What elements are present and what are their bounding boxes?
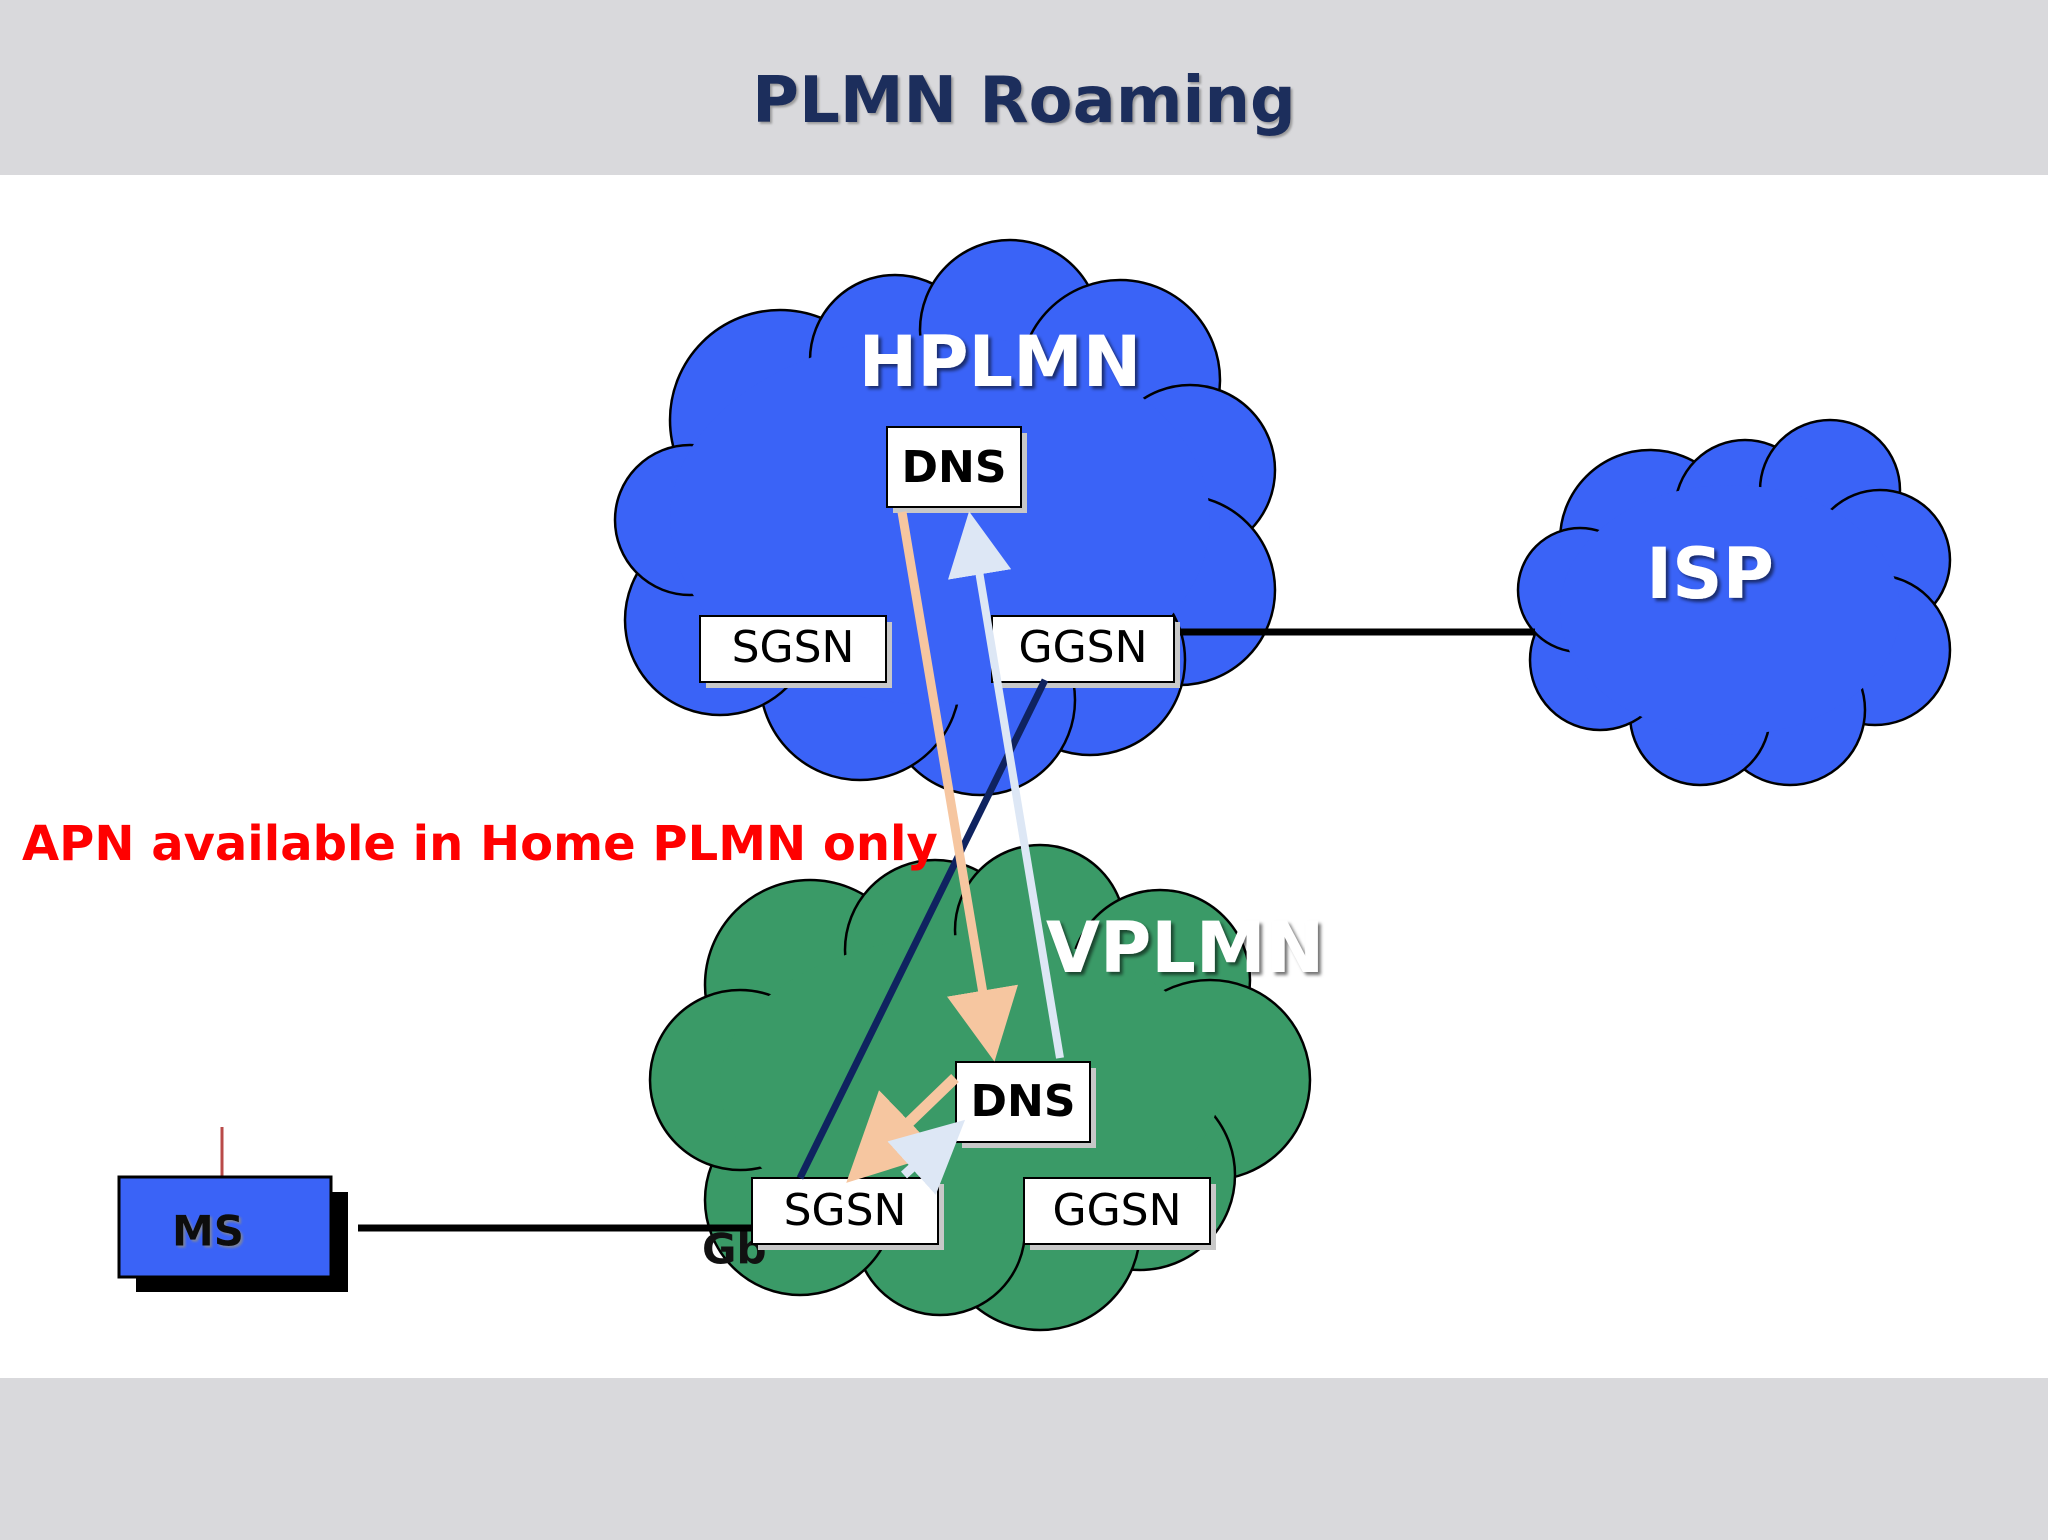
vplmn-sgsn-node: SGSN [751, 1177, 944, 1250]
isp-cloud [1516, 418, 1952, 787]
dns-answer-arrow-to-sgsn [846, 1074, 959, 1183]
hplmn-dns-node: DNS [886, 426, 1027, 513]
hplmn-label: HPLMN [859, 321, 1142, 403]
gtp-tunnel-line [796, 678, 1049, 1180]
vplmn-label: VPLMN [1046, 907, 1324, 989]
isp-label: ISP [1646, 533, 1774, 615]
hplmn-sgsn-label: SGSN [732, 622, 855, 673]
slide-title: PLMN Roaming [752, 64, 1296, 138]
hplmn-ggsn-label: GGSN [1018, 622, 1147, 673]
dns-response-arrow-up [947, 511, 1064, 1059]
ms-label: MS [172, 1207, 244, 1256]
hplmn-dns-label: DNS [901, 442, 1006, 493]
vplmn-ggsn-label: GGSN [1052, 1185, 1181, 1236]
footer-band [0, 1378, 2048, 1536]
mobile-station: MS [117, 1127, 348, 1292]
vplmn-dns-label: DNS [970, 1076, 1075, 1127]
apn-annotation: APN available in Home PLMN only [22, 816, 938, 872]
vplmn-ggsn-node: GGSN [1023, 1177, 1216, 1250]
vplmn-sgsn-label: SGSN [784, 1185, 907, 1236]
header-band [0, 0, 2048, 175]
hplmn-ggsn-node: GGSN [991, 615, 1180, 688]
dns-query-arrow-down [897, 511, 1019, 1062]
dns-request-arrow-from-sgsn [887, 1119, 966, 1195]
hplmn-sgsn-node: SGSN [699, 615, 892, 688]
ms-box [117, 1175, 333, 1279]
vplmn-dns-node: DNS [955, 1061, 1096, 1148]
